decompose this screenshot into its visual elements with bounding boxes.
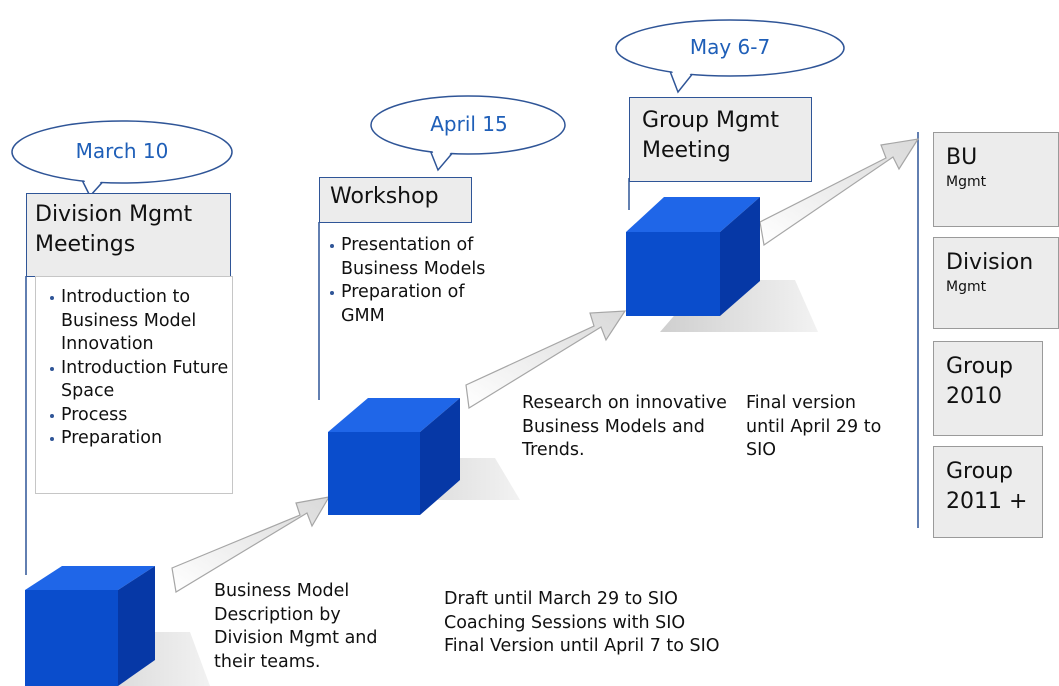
cube-icon: [25, 566, 155, 686]
cube-icon: [626, 197, 760, 316]
speech-bubble: [11, 120, 233, 198]
stage-title-group: Group Mgmt Meeting: [629, 97, 812, 182]
note-final: Final version until April 29 to SIO: [746, 393, 882, 460]
bullet-item: Process: [49, 404, 229, 428]
date-label-march: March 10: [75, 139, 169, 163]
note-draft: Draft until March 29 to SIO Coaching Ses…: [444, 588, 804, 659]
stage-title-workshop: Workshop: [319, 177, 472, 223]
note-line: Coaching Sessions with SIO: [444, 612, 686, 633]
speech-bubble: [615, 19, 845, 94]
output-main: BU: [946, 145, 978, 170]
date-label-april: April 15: [430, 112, 508, 136]
cube-icon: [328, 398, 460, 515]
output-box-division: Division Mgmt: [933, 237, 1059, 329]
bullet-item: Preparation: [49, 427, 229, 451]
bullet-item: Preparation of GMM: [329, 281, 509, 328]
flow-arrow: [465, 310, 627, 409]
output-sub: Mgmt: [946, 279, 987, 295]
stage-bullets-workshop: Presentation of Business Models Preparat…: [329, 234, 509, 328]
note-research: Research on innovative Business Models a…: [522, 393, 727, 460]
stage-bullets-division: Introduction to Business Model Innovatio…: [49, 286, 229, 451]
output-box-bu: BU Mgmt: [933, 132, 1059, 227]
flow-arrow: [759, 138, 920, 247]
bullet-item: Introduction to Business Model Innovatio…: [49, 286, 229, 357]
note-description: Business Model Description by Division M…: [214, 581, 378, 672]
bullet-item: Presentation of Business Models: [329, 234, 509, 281]
date-label-may: May 6-7: [689, 35, 771, 59]
flow-arrow: [171, 496, 331, 593]
note-line: Final Version until April 7 to SIO: [444, 636, 720, 656]
output-box-group-2011: Group 2011 +: [933, 446, 1043, 538]
bullet-item: Introduction Future Space: [49, 357, 229, 404]
note-line: Draft until March 29 to SIO: [444, 589, 678, 609]
stage-title-division: Division Mgmt Meetings: [26, 193, 231, 277]
stage-bullets-panel: [35, 276, 233, 494]
output-sub: Mgmt: [946, 174, 987, 190]
output-box-group-2010: Group 2010: [933, 341, 1043, 436]
speech-bubble: [370, 95, 566, 172]
output-main: Division: [946, 250, 1034, 275]
